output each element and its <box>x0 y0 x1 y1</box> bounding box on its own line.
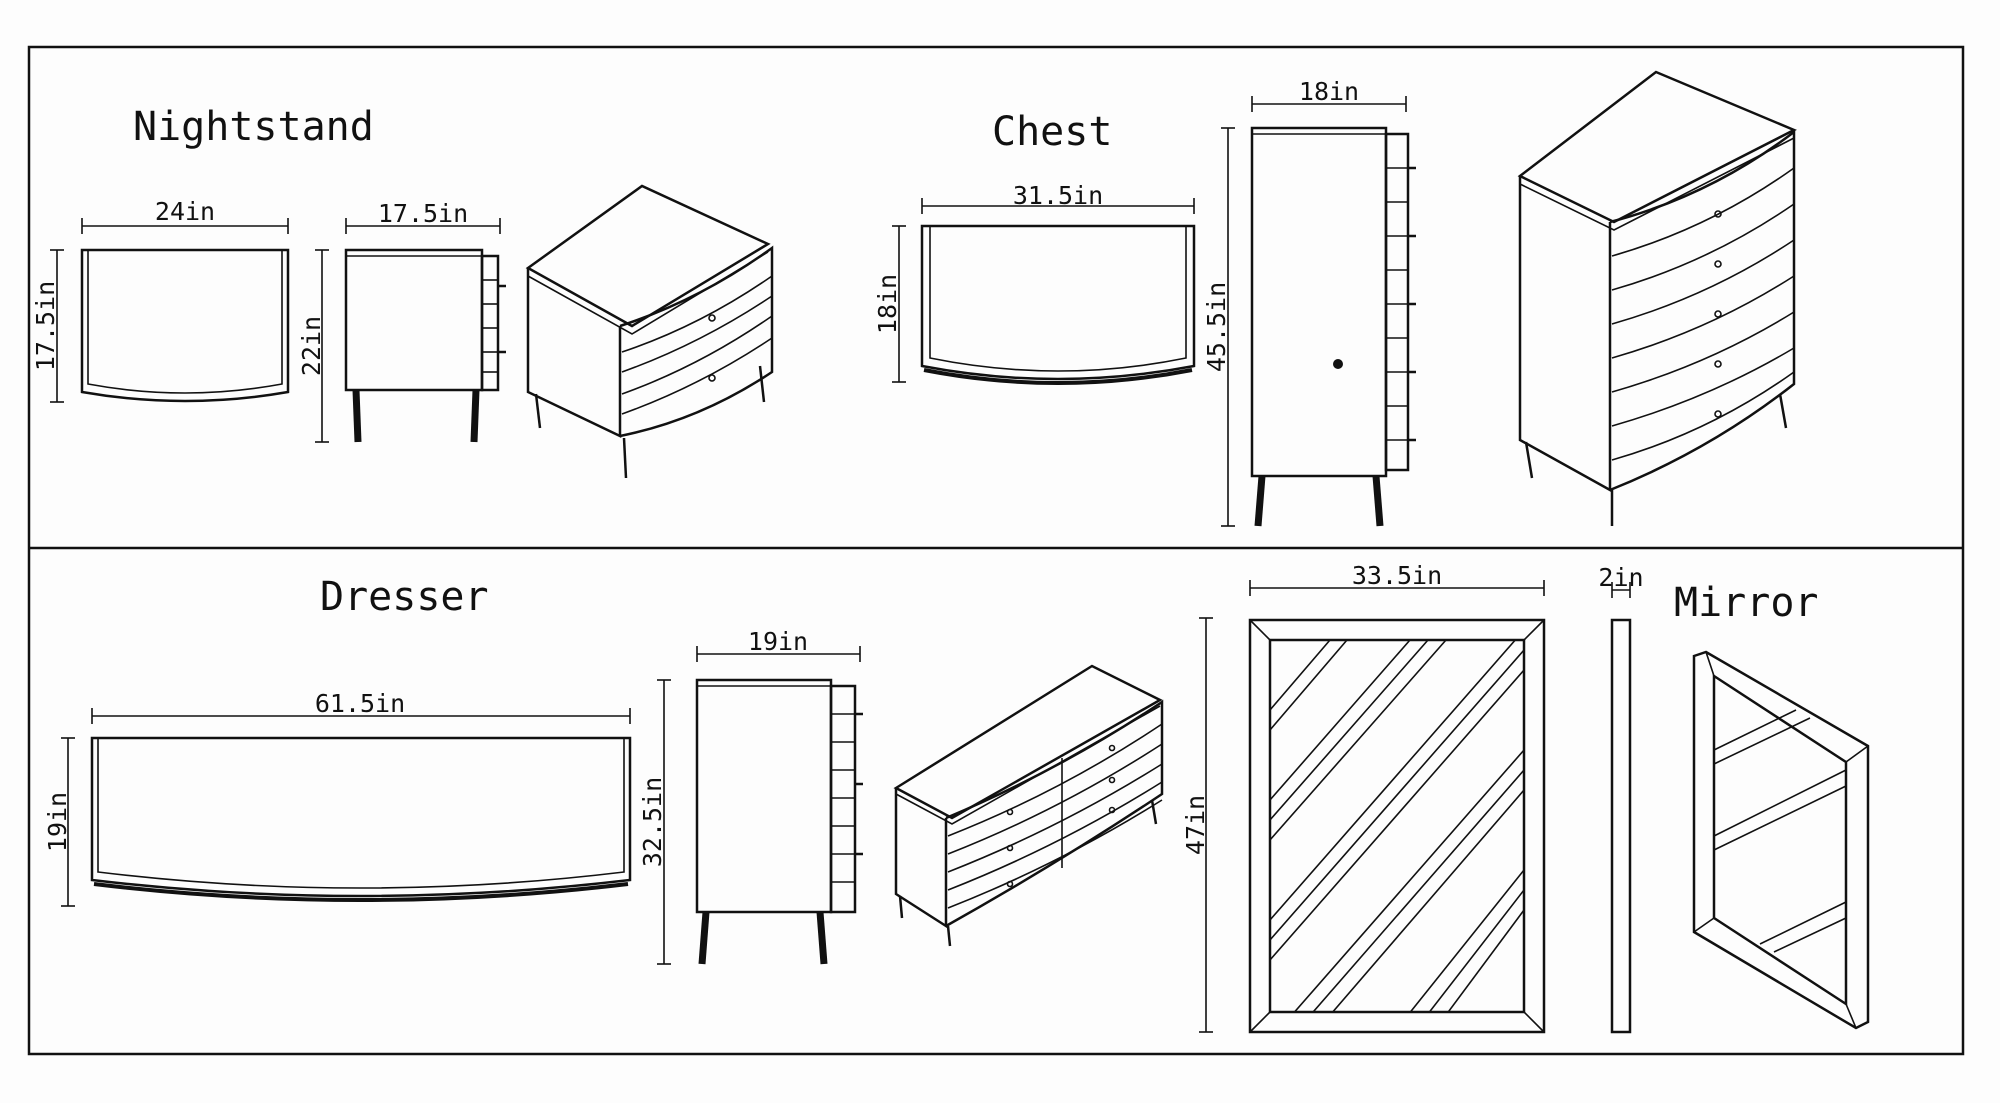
chest-side-view: 18in 45.5in <box>1202 77 1416 527</box>
dresser-section: Dresser 61.5in 19in 19in 32.5in <box>43 574 1164 965</box>
mirror-height-label: 47in <box>1181 795 1210 855</box>
chest-side-depth-label: 18in <box>1299 77 1359 106</box>
mirror-side-view: 2in <box>1598 563 1644 1034</box>
nightstand-height-label: 22in <box>297 316 326 376</box>
mirror-3d-view <box>1692 650 1870 1030</box>
dresser-3d-view <box>893 664 1164 947</box>
chest-top-view: 31.5in 18in <box>873 181 1196 385</box>
nightstand-width-label: 24in <box>155 197 215 226</box>
nightstand-section: Nightstand 24in 17.5in 17.5in 22in <box>31 104 774 479</box>
dresser-side-depth-label: 19in <box>748 627 808 656</box>
chest-width-label: 31.5in <box>1013 181 1103 210</box>
chest-3d-view <box>1517 70 1797 526</box>
dresser-top-view: 61.5in 19in <box>43 689 632 907</box>
chest-height-label: 45.5in <box>1202 282 1231 372</box>
mirror-section: Mirror 33.5in 47in <box>1181 561 1870 1034</box>
dresser-width-label: 61.5in <box>315 689 405 718</box>
dresser-title: Dresser <box>320 574 489 620</box>
chest-title: Chest <box>992 109 1112 155</box>
nightstand-3d-view <box>525 184 774 479</box>
nightstand-side-view: 17.5in 22in <box>297 199 506 443</box>
nightstand-top-view: 24in 17.5in <box>31 197 290 403</box>
chest-depth-label: 18in <box>873 274 902 334</box>
nightstand-depth-label: 17.5in <box>31 281 60 371</box>
nightstand-top-depth-label: 17.5in <box>378 199 468 228</box>
mirror-reflection-hatching <box>1270 640 1524 1012</box>
mirror-thickness-label: 2in <box>1598 563 1643 592</box>
dresser-side-view: 19in 32.5in <box>638 627 863 965</box>
mirror-3d-reflection <box>1713 709 1847 953</box>
nightstand-title: Nightstand <box>133 104 374 150</box>
mirror-title: Mirror <box>1674 580 1819 626</box>
dresser-height-label: 32.5in <box>638 777 667 867</box>
outer-frame <box>27 45 1965 1056</box>
mirror-front-view: 33.5in 47in <box>1181 561 1546 1034</box>
chest-section: Chest 31.5in 18in 18in 45.5in <box>873 70 1797 527</box>
mirror-width-label: 33.5in <box>1352 561 1442 590</box>
dresser-depth-label: 19in <box>43 792 72 852</box>
